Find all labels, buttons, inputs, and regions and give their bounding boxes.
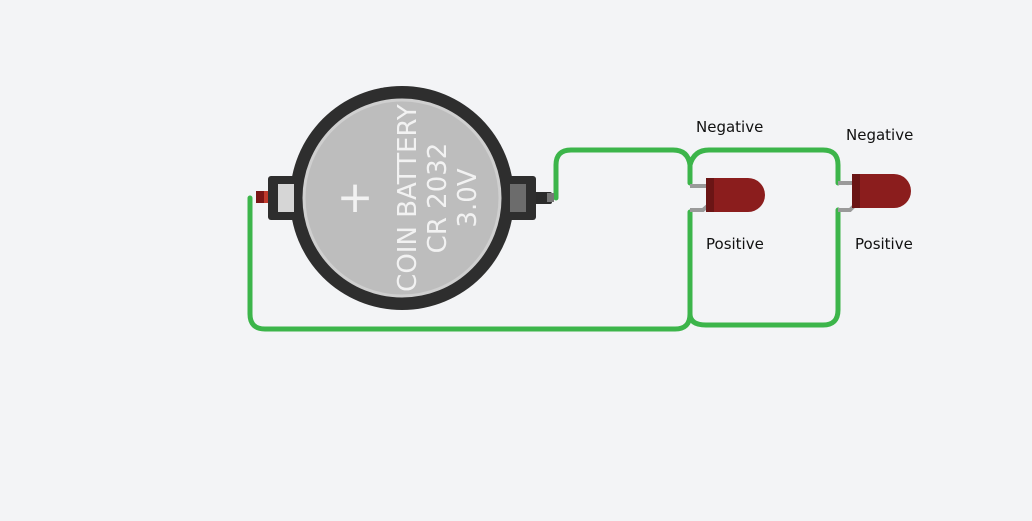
- battery-label-line2: CR 2032: [423, 143, 453, 254]
- wire-led1-positive-to-led2-positive[interactable]: [687, 207, 841, 328]
- led-1-negative-label: Negative: [696, 118, 764, 136]
- led-1-positive-label: Positive: [706, 235, 764, 253]
- coin-battery-holder[interactable]: + COIN BATTERY CR 2032 3.0V: [256, 86, 554, 310]
- coin-cell: [304, 100, 500, 296]
- led-2[interactable]: [838, 174, 911, 212]
- led-1[interactable]: [690, 178, 765, 212]
- battery-label-line1: COIN BATTERY: [393, 104, 423, 292]
- wires: [247, 147, 841, 332]
- wire-junction-to-led2-negative[interactable]: [687, 147, 841, 186]
- led-1-body: [712, 178, 765, 212]
- wire-battery-negative-to-junction[interactable]: [553, 147, 693, 201]
- led-2-positive-label: Positive: [855, 235, 913, 253]
- battery-plus-symbol: +: [337, 172, 374, 223]
- led-2-negative-label: Negative: [846, 126, 914, 144]
- battery-label-line3: 3.0V: [453, 168, 483, 227]
- led-2-body: [858, 174, 911, 208]
